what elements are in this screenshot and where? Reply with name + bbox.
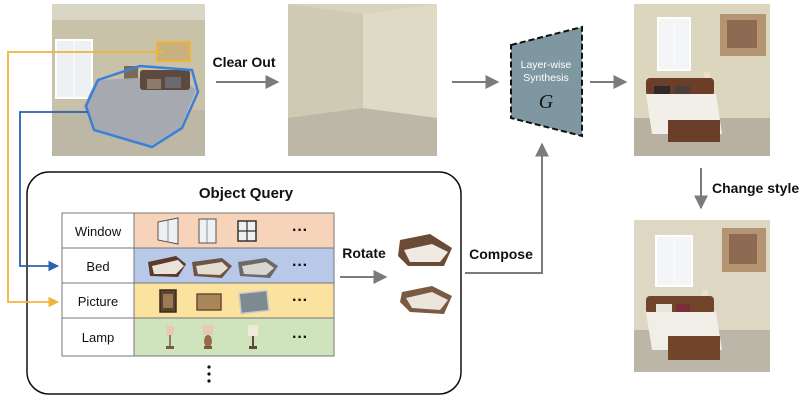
bed-thumbnails [148,256,278,278]
change-style-label: Change style [712,180,799,196]
more-categories-ellipsis [207,365,211,383]
rotated-bed-1 [398,234,452,266]
rotate-label: Rotate [342,245,386,261]
generator-label-line1: Layer-wise [521,59,572,71]
row-label-window: Window [75,224,122,239]
lamp-more-ellipsis: ··· [292,329,308,346]
window-thumbnails [157,217,257,245]
bed-highlight [84,64,200,149]
picture-more-ellipsis: ··· [292,292,308,309]
row-label-bed: Bed [86,259,109,274]
window-more-ellipsis: ··· [292,222,308,239]
object-query-title: Object Query [199,185,294,202]
restyled-room-image [634,220,770,372]
bed-more-ellipsis: ··· [292,257,308,274]
original-room-image [52,4,205,156]
generator-label-line2: Synthesis [523,72,569,84]
lamp-thumbnails [166,325,258,349]
row-label-lamp: Lamp [82,330,115,345]
bed-query-connector [19,111,88,272]
row-label-picture: Picture [78,294,118,309]
picture-thumbnails [159,289,270,315]
compose-arrow [465,142,549,274]
generator-symbol: G [539,91,554,113]
compose-label: Compose [469,246,533,262]
empty-room-image [288,4,437,156]
picture-query-connector [7,51,164,308]
layer-wise-synthesis-block [510,25,583,138]
rotated-bed-2 [400,286,452,314]
synthesized-room-image [634,4,770,156]
clear-out-label: Clear Out [212,54,275,70]
row-label-cell-window [61,212,135,249]
row-items-lamp [133,317,335,357]
row-label-cell-bed [61,247,135,284]
